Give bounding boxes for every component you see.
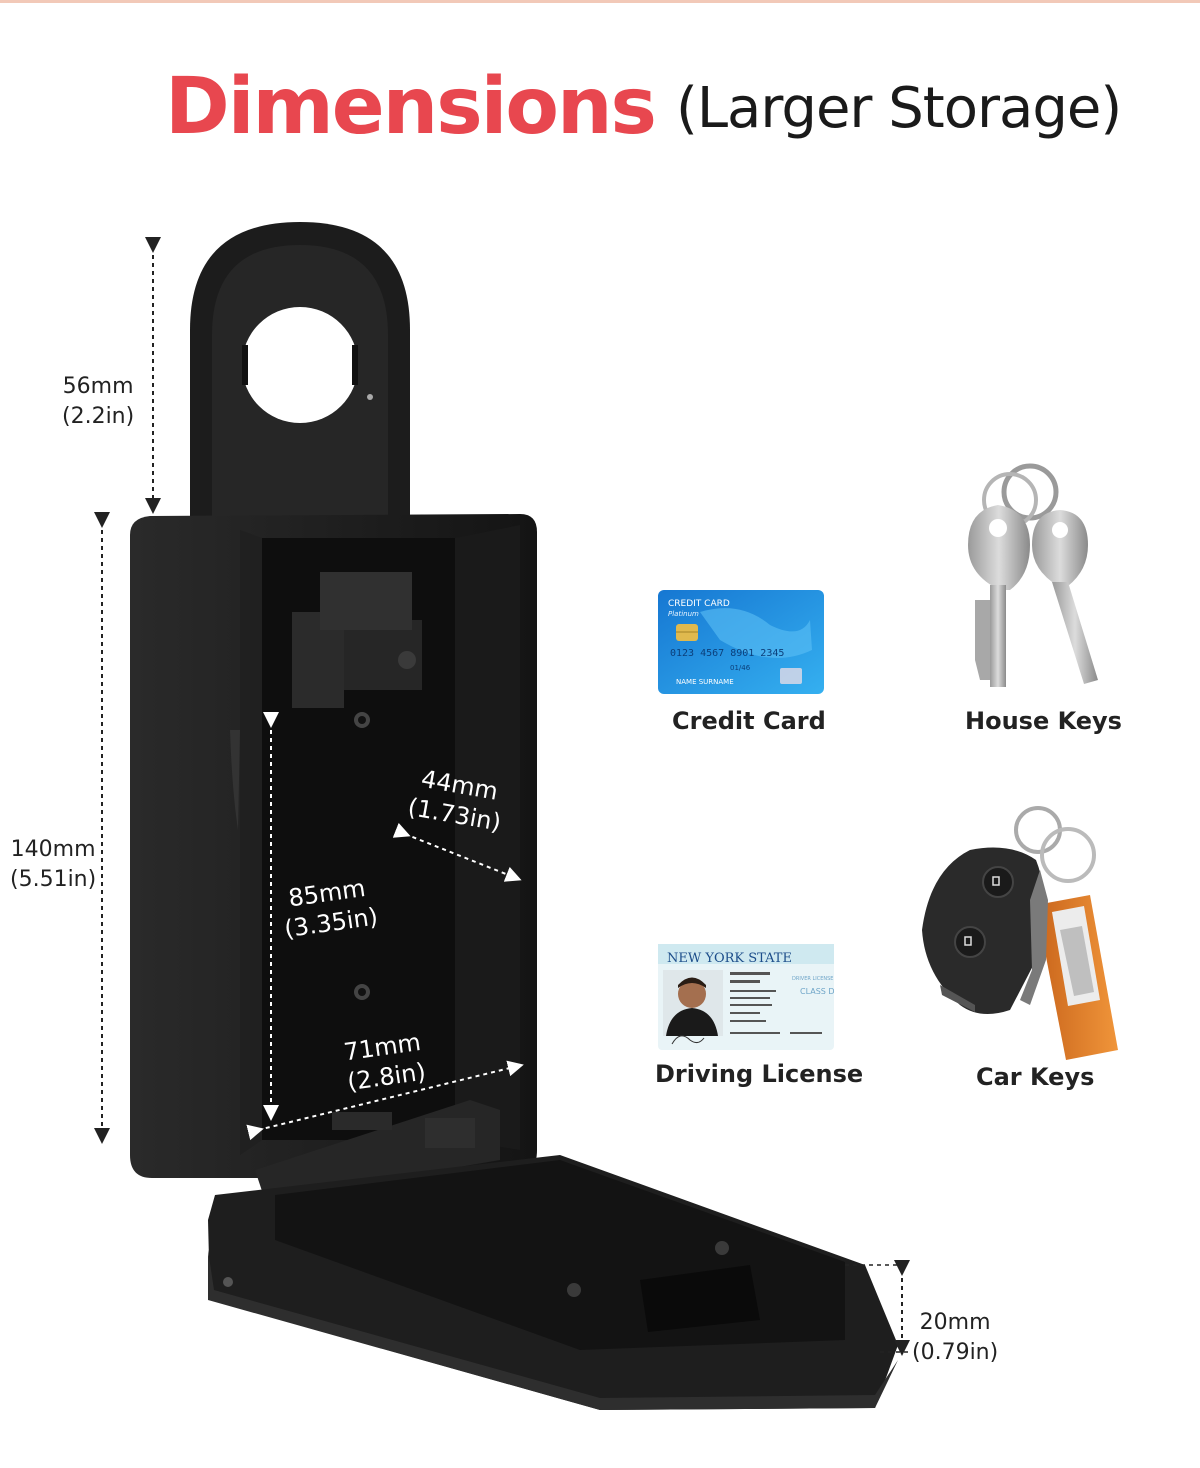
lid-depth-in: (0.79in) bbox=[912, 1340, 999, 1365]
license-class: CLASS D bbox=[800, 987, 835, 996]
body-height-label: 140mm (5.51in) bbox=[10, 835, 96, 895]
inner-width-label: 71mm (2.8in) bbox=[341, 1027, 427, 1097]
lid-depth-mm: 20mm bbox=[919, 1310, 991, 1335]
shackle bbox=[190, 222, 410, 530]
credit-card-image: CREDIT CARD Platinum 0123 4567 8901 2345… bbox=[658, 590, 824, 694]
car-keys-image bbox=[922, 806, 1118, 1060]
inner-depth-line bbox=[392, 822, 522, 882]
item-label-house-keys: House Keys bbox=[965, 707, 1122, 735]
license-type: DRIVER LICENSE bbox=[792, 976, 833, 982]
lockbox-body bbox=[130, 514, 537, 1178]
item-label-credit-card: Credit Card bbox=[672, 707, 826, 735]
page-title: Dimensions bbox=[165, 62, 657, 152]
page-subtitle: (Larger Storage) bbox=[676, 76, 1122, 141]
license-state: NEW YORK STATE bbox=[667, 951, 792, 966]
credit-card-number: 0123 4567 8901 2345 bbox=[670, 648, 784, 659]
credit-card-tier: Platinum bbox=[668, 610, 699, 618]
driving-license-image: NEW YORK STATE DRIVER LICENSE CLASS D bbox=[658, 944, 835, 1050]
item-label-driving-license: Driving License bbox=[655, 1060, 864, 1088]
body-height-in: (5.51in) bbox=[10, 867, 97, 892]
shackle-height-mm: 56mm bbox=[62, 374, 134, 399]
credit-card-title: CREDIT CARD bbox=[668, 599, 730, 609]
shackle-height-in: (2.2in) bbox=[62, 404, 135, 429]
house-keys-image bbox=[968, 463, 1098, 687]
body-height-mm: 140mm bbox=[10, 837, 96, 862]
lid-depth-label: 20mm (0.79in) bbox=[912, 1308, 998, 1368]
credit-card-valid: 01/46 bbox=[730, 664, 751, 672]
top-divider bbox=[0, 0, 1200, 3]
item-label-car-keys: Car Keys bbox=[976, 1063, 1095, 1091]
shackle-height-label: 56mm (2.2in) bbox=[62, 372, 134, 432]
credit-card-name: NAME SURNAME bbox=[676, 678, 734, 686]
